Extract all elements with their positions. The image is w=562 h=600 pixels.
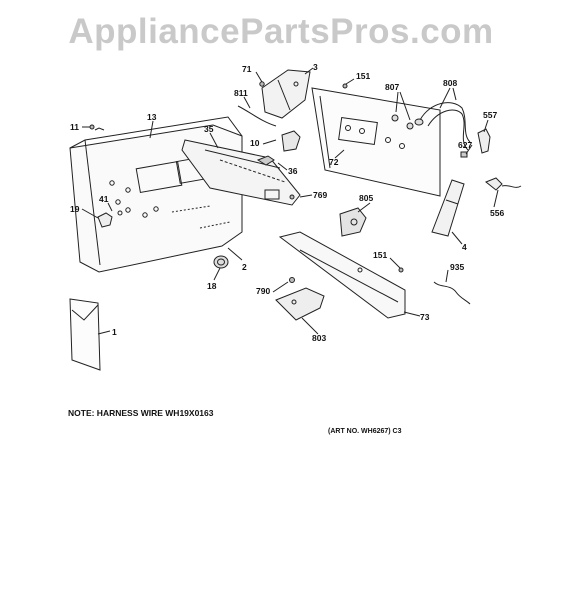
knob-19 bbox=[97, 210, 123, 228]
harness-note: NOTE: HARNESS WIRE WH19X0163 bbox=[68, 408, 214, 418]
part-803 bbox=[275, 287, 325, 321]
callout-label: 72 bbox=[329, 157, 339, 167]
nut-807a bbox=[391, 114, 399, 122]
callout-label: 151 bbox=[373, 250, 387, 260]
watermark-logo: AppliancePartsPros.com bbox=[68, 12, 494, 51]
callout-label: 35 bbox=[204, 124, 214, 134]
part-556 bbox=[485, 177, 522, 191]
backsplash-72 bbox=[311, 87, 441, 197]
callout-label: 1 bbox=[112, 327, 117, 337]
callout-label: 2 bbox=[242, 262, 247, 272]
callout-label: 71 bbox=[242, 64, 252, 74]
callout-label: 808 bbox=[443, 78, 457, 88]
callout-label: 36 bbox=[288, 166, 298, 176]
base-73 bbox=[278, 231, 406, 319]
callout-label: 935 bbox=[450, 262, 464, 272]
callout-label: 73 bbox=[420, 312, 430, 322]
callout-label: 19 bbox=[70, 204, 80, 214]
part-627 bbox=[460, 151, 468, 158]
callout-label: 556 bbox=[490, 208, 504, 218]
nut-807b bbox=[406, 122, 414, 130]
switch-10 bbox=[281, 130, 301, 152]
part-36 bbox=[256, 155, 275, 166]
bracket-4 bbox=[431, 179, 465, 237]
screws bbox=[89, 81, 404, 283]
callout-label: 807 bbox=[385, 82, 399, 92]
callout-label: 811 bbox=[234, 88, 248, 98]
leader-lines bbox=[81, 67, 499, 335]
wire-935 bbox=[433, 281, 471, 305]
wire-811 bbox=[237, 105, 277, 127]
callout-label: 41 bbox=[99, 194, 109, 204]
callout-label: 557 bbox=[483, 110, 497, 120]
callout-label: 10 bbox=[250, 138, 260, 148]
callout-labels: 71 3 151 807 808 811 557 11 13 35 10 627… bbox=[70, 62, 504, 343]
callout-label: 803 bbox=[312, 333, 326, 343]
hoses-808 bbox=[414, 102, 471, 151]
literature-bag-1 bbox=[69, 298, 101, 371]
knob-18 bbox=[213, 255, 229, 269]
callout-label: 13 bbox=[147, 112, 157, 122]
part-557 bbox=[477, 128, 491, 154]
callout-label: 11 bbox=[70, 122, 79, 132]
callout-label: 805 bbox=[359, 193, 373, 203]
callout-label: 4 bbox=[462, 242, 467, 252]
valve-805 bbox=[339, 207, 367, 237]
callout-label: 151 bbox=[356, 71, 370, 81]
art-number: (ART NO. WH6267) C3 bbox=[328, 428, 402, 435]
callout-label: 769 bbox=[313, 190, 327, 200]
bracket-3 bbox=[261, 69, 311, 119]
callout-label: 18 bbox=[207, 281, 217, 291]
callout-label: 3 bbox=[313, 62, 318, 72]
callout-label: 790 bbox=[256, 286, 270, 296]
callout-label: 627 bbox=[458, 140, 472, 150]
control-panel-front bbox=[69, 116, 243, 273]
